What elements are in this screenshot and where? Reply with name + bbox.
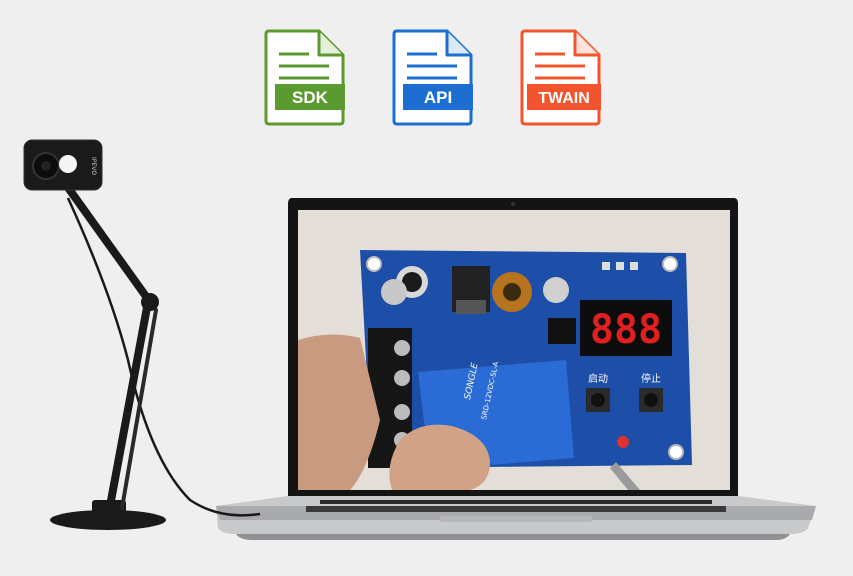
camera-base: [50, 510, 166, 530]
start-button-label: 启动: [588, 372, 608, 385]
camera-cable: [66, 197, 261, 517]
camera-light-icon: [59, 155, 77, 173]
api-label: API: [424, 88, 452, 107]
sdk-label: SDK: [292, 88, 329, 107]
laptop-trackpad: [440, 516, 592, 522]
camera-lower-arm: [106, 298, 152, 510]
twain-label: TWAIN: [538, 90, 590, 107]
sdk-document-icon[interactable]: SDK: [263, 28, 349, 126]
twain-document-icon[interactable]: TWAIN: [519, 28, 605, 126]
hand-image: [298, 334, 640, 490]
stop-button-label: 停止: [641, 372, 661, 385]
laptop-webcam-icon: [511, 202, 515, 206]
api-document-icon[interactable]: API: [391, 28, 477, 126]
seven-segment-display: 888: [590, 307, 662, 353]
camera-brand: IPEVO: [90, 157, 97, 175]
camera-upper-arm: [60, 178, 154, 306]
